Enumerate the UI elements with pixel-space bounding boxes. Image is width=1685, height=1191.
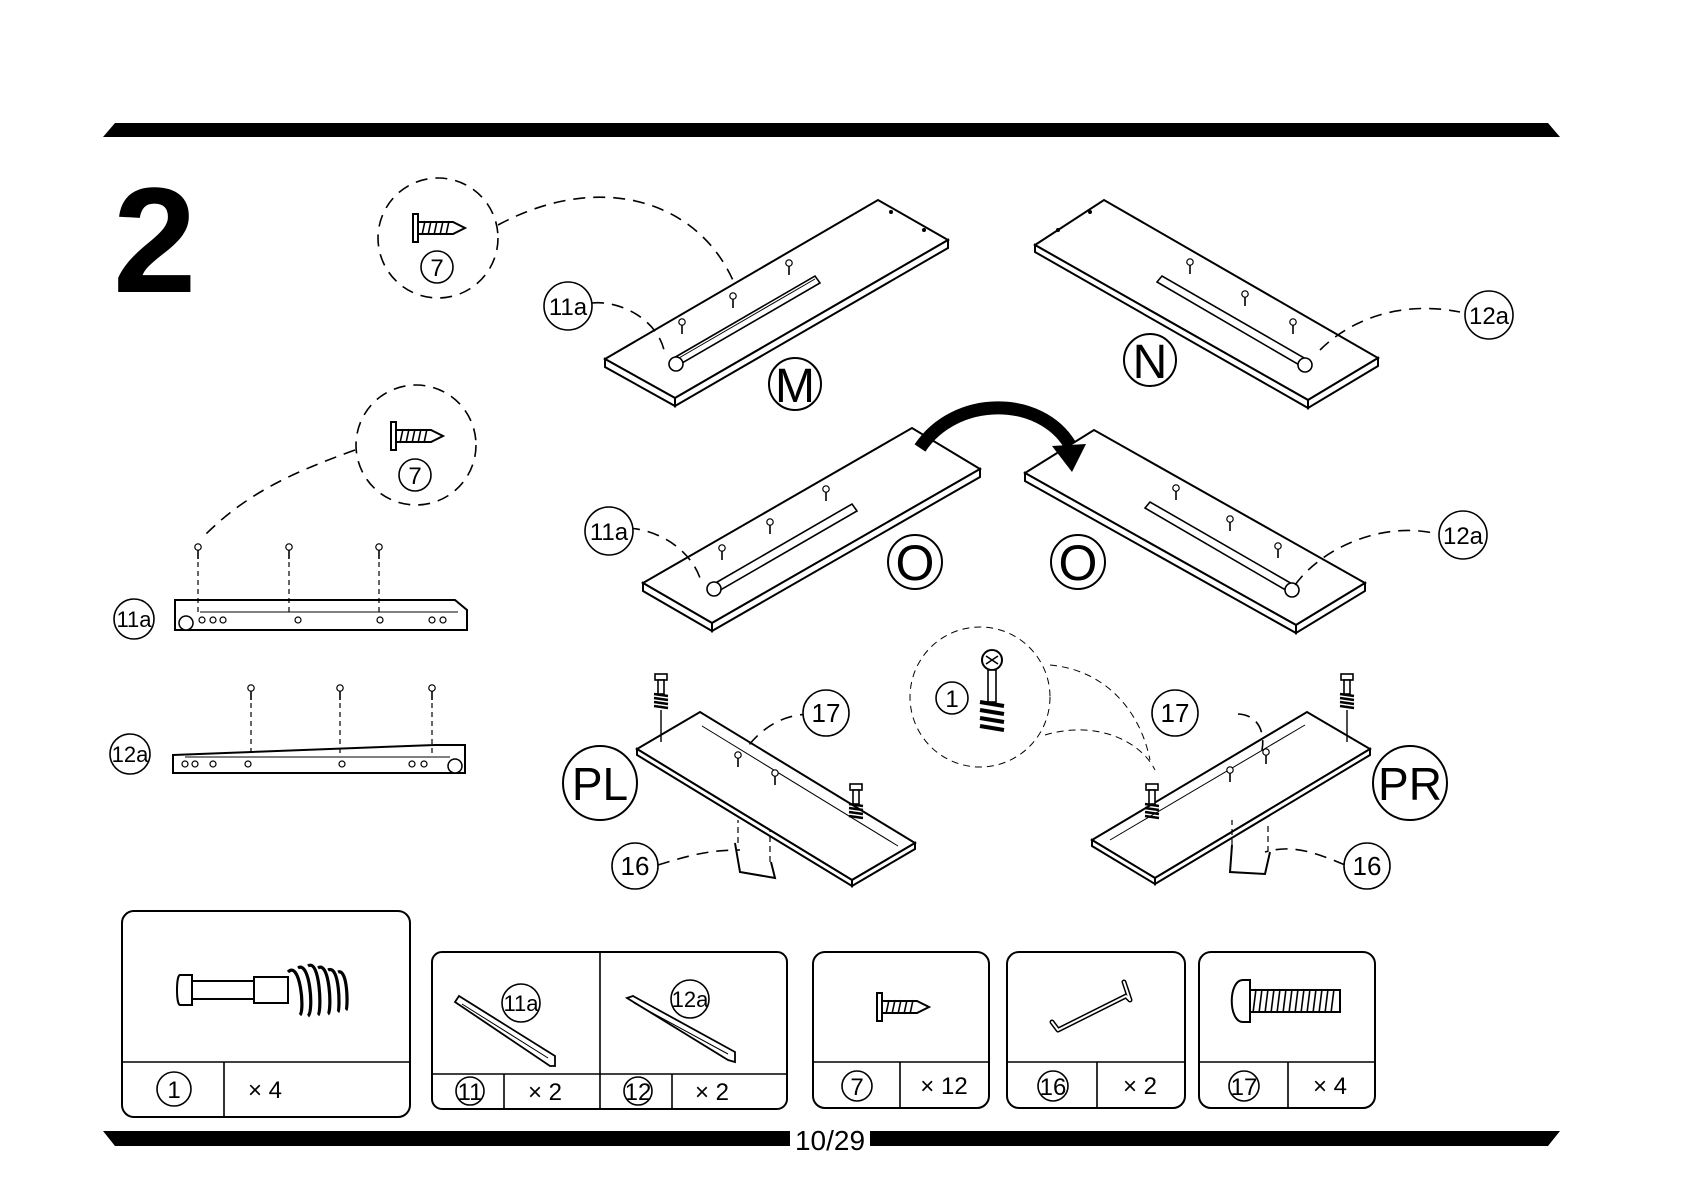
svg-text:12a: 12a — [1469, 303, 1510, 330]
callout-cam-bolt: 1 — [936, 682, 968, 714]
callout-rail-12a-n: 12a — [1465, 291, 1513, 339]
bottom-rule-right — [870, 1131, 1560, 1146]
hardware-box-16: 16 × 2 — [1007, 952, 1185, 1108]
svg-text:12a: 12a — [112, 742, 149, 767]
svg-text:17: 17 — [1161, 698, 1190, 728]
hardware-7-qty: × 12 — [920, 1073, 967, 1100]
svg-text:7: 7 — [408, 463, 421, 490]
hardware-11-id: 11 — [458, 1079, 483, 1106]
callout-handle-16-right: 16 — [1344, 843, 1390, 889]
svg-text:12a: 12a — [1443, 523, 1484, 550]
panel-pl — [637, 674, 915, 886]
callout-rail-12a-o: 12a — [1439, 511, 1487, 559]
callout-screw-side: 7 — [399, 459, 431, 491]
panel-pr-label: PR — [1378, 758, 1442, 810]
svg-text:1: 1 — [945, 686, 958, 713]
step-number: 2 — [113, 156, 196, 324]
hardware-box-17: 17 × 4 — [1199, 952, 1375, 1108]
hardware-1-qty: × 4 — [248, 1077, 282, 1104]
panel-n-label: N — [1133, 336, 1168, 389]
hardware-16-id: 16 — [1040, 1074, 1067, 1101]
rail-12a-side — [173, 685, 465, 773]
rail-11a-side — [175, 544, 467, 630]
panel-pl-label: PL — [572, 758, 628, 810]
hardware-12-id: 12 — [625, 1079, 652, 1106]
hardware-12-sublabel: 12a — [672, 987, 709, 1012]
callout-bolt-17-right: 17 — [1152, 690, 1198, 736]
hardware-box-7: 7 × 12 — [813, 952, 989, 1108]
cam-leader-lines — [1045, 665, 1155, 770]
svg-text:11a: 11a — [116, 607, 152, 632]
panel-pr — [1092, 674, 1370, 884]
svg-text:11a: 11a — [549, 294, 588, 321]
svg-text:16: 16 — [1353, 851, 1382, 881]
svg-text:16: 16 — [621, 851, 650, 881]
panel-o-left-label: O — [896, 535, 935, 591]
bottom-rule-left — [103, 1131, 790, 1146]
callout-handle-16-left: 16 — [612, 843, 658, 889]
hardware-11-qty: × 2 — [528, 1079, 562, 1106]
hardware-17-qty: × 4 — [1313, 1073, 1347, 1100]
panel-n — [1035, 200, 1378, 408]
callout-rail-11a-m: 11a — [544, 282, 592, 330]
callout-rail-12a-side: 12a — [110, 734, 150, 774]
hardware-box-1: 1 × 4 — [122, 911, 410, 1117]
svg-text:17: 17 — [812, 698, 841, 728]
hardware-16-qty: × 2 — [1123, 1073, 1157, 1100]
hardware-7-id: 7 — [850, 1074, 863, 1101]
svg-text:7: 7 — [430, 255, 443, 282]
panel-o-left — [643, 428, 980, 631]
hardware-12-qty: × 2 — [695, 1079, 729, 1106]
callout-screw-top: 7 — [421, 251, 453, 283]
panel-o-right-label: O — [1059, 535, 1098, 591]
callout-bolt-17-left: 17 — [803, 690, 849, 736]
svg-text:11a: 11a — [590, 519, 629, 546]
top-rule — [103, 123, 1560, 137]
page-counter: 10/29 — [795, 1125, 865, 1156]
hardware-11-sublabel: 11a — [503, 991, 539, 1016]
callout-rail-11a-o: 11a — [585, 507, 633, 555]
hardware-17-id: 17 — [1231, 1074, 1258, 1101]
hardware-box-rails: 11a 12a 11 × 2 12 × 2 — [432, 952, 787, 1109]
hardware-1-id: 1 — [167, 1077, 180, 1104]
callout-rail-11a-side: 11a — [114, 599, 154, 639]
cam-inset — [910, 627, 1050, 767]
